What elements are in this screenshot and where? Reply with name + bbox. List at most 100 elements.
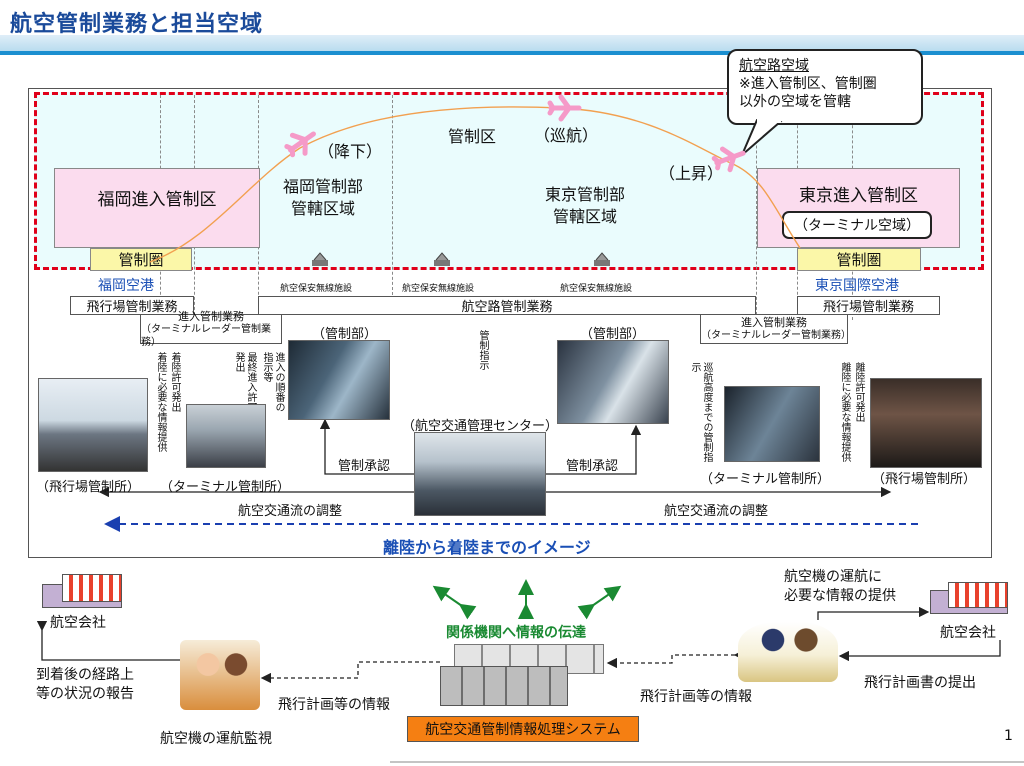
- acc-left-label: （管制部）: [312, 327, 378, 342]
- tokyo-airport-label: 東京国際空港: [815, 278, 899, 294]
- image-caption: 離陸から着陸までのイメージ: [383, 538, 591, 557]
- fukuoka-acc-line2: 管轄区域: [290, 199, 355, 218]
- diagram-frame: [28, 88, 992, 558]
- fukuoka-approach-area: 福岡進入管制区: [54, 168, 260, 248]
- atmc-label: （航空交通管理センター）: [402, 419, 559, 434]
- tokyo-acc-line1: 東京管制部: [544, 185, 625, 204]
- radio-facility-label: 航空保安無線施設: [280, 284, 353, 294]
- control-instruction-text: 管制指示: [476, 330, 488, 390]
- tokyo-acc-area: 東京管制部 管轄区域: [525, 184, 645, 228]
- tokyo-approach-label: 東京進入管制区: [799, 186, 918, 206]
- takeoff-info-text: 離陸に必要な情報提供: [838, 362, 850, 482]
- fukuoka-airport-label: 福岡空港: [98, 278, 154, 294]
- takeoff-clearance: 離陸許可発出: [853, 362, 864, 422]
- approval-left-label: 管制承認: [338, 459, 391, 474]
- enroute-control: 航空路管制業務: [258, 296, 756, 315]
- boundary-line: [392, 95, 393, 295]
- acc-right-label: （管制部）: [580, 327, 646, 342]
- approach-order: 進入の順番の指示等: [261, 352, 284, 412]
- terminal-left-label: （ターミナル管制所）: [160, 480, 291, 495]
- control-instruction: 管制指示: [477, 330, 488, 370]
- control-area-label: 管制区: [448, 127, 497, 146]
- flight-path: [149, 106, 801, 263]
- fukuoka-acc-line1: 福岡管制部: [282, 177, 363, 196]
- flow-right-label: 航空交通流の調整: [664, 504, 769, 519]
- flow-left-label: 航空交通流の調整: [238, 504, 343, 519]
- radio-antenna-icon: [434, 252, 450, 266]
- photo-icon: [414, 432, 546, 516]
- building-icon: [42, 574, 122, 608]
- final-approach-text: 最終進入許可発出: [232, 352, 256, 412]
- flight-plan-submit-label: 飛行計画書の提出: [864, 675, 976, 691]
- approach-control-right-line2: （ターミナルレーダー管制業務）: [701, 330, 851, 341]
- approach-control-right: 進入管制業務 （ターミナルレーダー管制業務）: [700, 314, 851, 344]
- final-approach: 最終進入許可発出: [233, 352, 256, 412]
- control-zone-right: 管制圏: [797, 248, 921, 271]
- photo-icon: [724, 386, 820, 462]
- callout-line1: ※進入管制区、管制圏: [739, 76, 877, 92]
- info-arrow-left: [260, 661, 440, 684]
- fukuoka-approach-label: 福岡進入管制区: [97, 189, 217, 210]
- operators-icon: [180, 640, 260, 710]
- approach-control-left-line2: （ターミナルレーダー管制業務）: [141, 323, 271, 348]
- takeoff-clearance-text: 離陸許可発出: [852, 362, 864, 482]
- control-zone-left: 管制圏: [90, 248, 192, 271]
- airline-right-label: 航空会社: [940, 625, 996, 641]
- radio-antenna-icon: [312, 252, 328, 266]
- approval-right-label: 管制承認: [566, 459, 619, 474]
- info-arrow-right: [606, 649, 745, 669]
- photo-icon: [186, 404, 266, 468]
- building-icon: [930, 582, 1008, 614]
- descent-label: （降下）: [318, 142, 383, 161]
- ops-info: 航空機の運航に 必要な情報の提供: [784, 568, 896, 606]
- title-bar: [0, 35, 1024, 51]
- approach-order-text: 進入の順番の指示等: [260, 352, 284, 412]
- approach-control-left-line1: 進入管制業務: [178, 309, 244, 323]
- callout-line2: 以外の空域を管轄: [739, 94, 851, 110]
- radio-facility-label: 航空保安無線施設: [402, 284, 475, 294]
- title-underline: [0, 51, 1024, 55]
- operators-icon: [738, 622, 838, 682]
- info-transfer-label: 関係機関へ情報の伝達: [446, 625, 586, 641]
- airplane-icon: [711, 146, 746, 173]
- enroute-airspace-callout: 航空路空域 ※進入管制区、管制圏 以外の空域を管轄: [727, 49, 923, 125]
- photo-icon: [38, 378, 148, 472]
- airline-left-label: 航空会社: [50, 615, 106, 631]
- report-arrow: [36, 620, 180, 661]
- airplane-icon: [284, 131, 316, 158]
- page-title: 航空管制業務と担当空域: [10, 12, 264, 37]
- arrival-report-line2: 等の状況の報告: [36, 686, 134, 702]
- landing-info: 着陸に必要な情報提供: [155, 352, 166, 452]
- server-icon: [440, 644, 608, 706]
- fukuoka-acc-area: 福岡管制部 管轄区域: [268, 176, 378, 220]
- flight-monitoring-label: 航空機の運航監視: [160, 731, 272, 747]
- photo-icon: [557, 340, 669, 424]
- cruise-altitude-text: 巡航高度までの管制指示: [688, 362, 712, 462]
- airplane-icon: [547, 94, 582, 122]
- terminal-airspace-label: （ターミナル空域）: [782, 211, 932, 239]
- landing-info-text: 着陸に必要な情報提供: [154, 352, 166, 472]
- climb-label: （上昇）: [659, 164, 724, 183]
- aerodrome-control-left: 飛行場管制業務: [70, 296, 194, 315]
- tokyo-acc-line2: 管轄区域: [552, 207, 617, 226]
- boundary-line: [756, 95, 757, 320]
- flight-plan-info-left: 飛行計画等の情報: [278, 697, 390, 713]
- approval-arrow-right: [546, 424, 642, 475]
- callout-heading: 航空路空域: [739, 58, 809, 74]
- photo-icon: [288, 340, 390, 420]
- arrival-report: 到着後の経路上 等の状況の報告: [36, 666, 134, 704]
- tower-left-label: （飛行場管制所）: [36, 480, 141, 495]
- arrival-report-line1: 到着後の経路上: [36, 667, 134, 683]
- terminal-right-label: （ターミナル管制所）: [700, 472, 831, 487]
- landing-clearance-text: 着陸許可発出: [168, 352, 180, 472]
- system-label: 航空交通管制情報処理システム: [407, 716, 639, 742]
- photo-icon: [870, 378, 982, 468]
- approval-arrow-left: [319, 418, 414, 475]
- approach-control-right-line1: 進入管制業務: [741, 316, 807, 329]
- radio-facility-label: 航空保安無線施設: [560, 284, 633, 294]
- ops-info-line2: 必要な情報の提供: [784, 588, 896, 604]
- landing-clearance: 着陸許可発出: [169, 352, 180, 412]
- aerodrome-control-right: 飛行場管制業務: [797, 296, 940, 315]
- cruise-altitude: 巡航高度までの管制指示: [689, 362, 712, 462]
